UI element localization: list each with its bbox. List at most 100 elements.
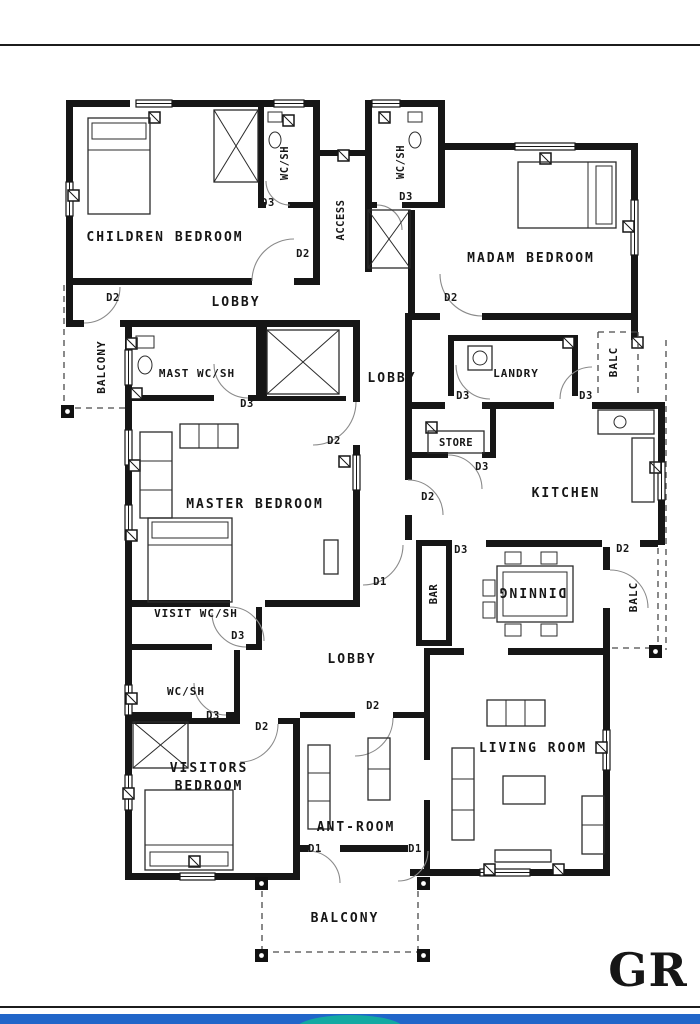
kitchen-counter	[597, 409, 655, 503]
wardrobe-children	[213, 109, 259, 183]
label-wc-visitors: WC/SH	[167, 685, 205, 698]
door-tags: D2 D2 D2 D2 D2 D2 D2 D2 D3 D3 D3 D3 D3 D…	[106, 191, 630, 855]
window-tag-icon	[282, 114, 295, 127]
window-tag-icon	[552, 863, 565, 876]
window-tag-icon	[125, 529, 138, 542]
door-tag: D3	[579, 390, 593, 402]
window-tag-icon	[125, 337, 138, 350]
window-tag-icon	[337, 149, 350, 162]
furniture	[87, 109, 655, 871]
table-living	[502, 775, 546, 805]
door-tag: D3	[454, 544, 468, 556]
dresser-master	[179, 423, 239, 449]
door-tag: D3	[261, 197, 275, 209]
sofa-antroom-left	[307, 744, 331, 830]
window-tag-icon	[125, 692, 138, 705]
label-mast-wc: MAST WC/SH	[159, 367, 235, 380]
wc-fixtures-master	[135, 335, 155, 375]
door-tag: D3	[240, 398, 254, 410]
bottom-rule	[0, 1006, 700, 1008]
column-post-icon	[255, 877, 268, 890]
window-tag-icon	[130, 387, 143, 400]
door-tag: D1	[373, 576, 387, 588]
label-living-room: LIVING ROOM	[479, 741, 587, 756]
door-tag: D3	[231, 630, 245, 642]
door-tag: D2	[106, 292, 120, 304]
room-labels: CHILDREN BEDROOM MADAM BEDROOM LOBBY LOB…	[86, 145, 688, 997]
door-tag: D2	[366, 700, 380, 712]
door-tag: D2	[327, 435, 341, 447]
door-tag: D3	[456, 390, 470, 402]
bed-madam	[517, 161, 617, 229]
label-dinning: DINNING	[498, 584, 567, 599]
window-tags	[67, 111, 662, 876]
bed-children	[87, 117, 151, 215]
top-rule	[0, 44, 700, 46]
dining-table	[482, 551, 574, 637]
column-post-icon	[417, 877, 430, 890]
label-balcony-left: BALCONY	[95, 340, 108, 393]
door-tag: D2	[421, 491, 435, 503]
label-wc-children: WC/SH	[279, 146, 291, 180]
walkin-wardrobe-master	[266, 329, 340, 395]
door-tag: D3	[399, 191, 413, 203]
door-tag: D2	[296, 248, 310, 260]
wc-fixtures-children	[267, 111, 283, 149]
label-balc-right: BALC	[627, 582, 640, 613]
label-bar: BAR	[428, 584, 440, 605]
sofa-living-top	[486, 699, 546, 727]
fab-button[interactable]	[296, 1015, 404, 1024]
dashed-outlines	[63, 285, 667, 953]
window-tag-icon	[649, 461, 662, 474]
tv-console-living	[494, 849, 552, 863]
window-tag-icon	[122, 787, 135, 800]
window-tag-icon	[188, 855, 201, 868]
plan-title-cropped: GR	[608, 943, 688, 997]
label-kitchen: KITCHEN	[532, 486, 601, 501]
label-madam-bedroom: MADAM BEDROOM	[467, 251, 595, 266]
window-tag-icon	[622, 220, 635, 233]
posts	[61, 405, 662, 962]
stand-master	[323, 539, 339, 575]
label-lobby-top: LOBBY	[211, 295, 260, 310]
label-master-bedroom: MASTER BEDROOM	[186, 497, 324, 512]
label-lobby-lower: LOBBY	[327, 652, 376, 667]
column-post-icon	[417, 949, 430, 962]
window-tag-icon	[67, 189, 80, 202]
window-tag-icon	[562, 336, 575, 349]
label-access: ACCESS	[335, 200, 347, 241]
door-tag: D2	[616, 543, 630, 555]
label-ant-room: ANT-ROOM	[317, 820, 396, 835]
bed-master	[147, 517, 233, 603]
label-store: STORE	[439, 437, 473, 449]
door-tag: D3	[475, 461, 489, 473]
label-wc-madam: WC/SH	[395, 145, 407, 179]
door-tag: D3	[206, 710, 220, 722]
door-tag: D1	[308, 843, 322, 855]
washer-landry	[467, 345, 493, 371]
wardrobe-visitors	[132, 721, 189, 769]
door-tag: D2	[255, 721, 269, 733]
label-balcony-bottom: BALCONY	[311, 911, 380, 926]
sofa-living-right	[581, 795, 605, 855]
column-post-icon	[255, 949, 268, 962]
label-lobby-mid: LOBBY	[367, 371, 416, 386]
wardrobe-madam	[367, 209, 411, 269]
window-tag-icon	[378, 111, 391, 124]
door-tag: D1	[408, 843, 422, 855]
label-landry: LANDRY	[493, 367, 539, 380]
label-visitors-line1: VISITORS	[170, 761, 249, 776]
window-tag-icon	[595, 741, 608, 754]
bed-visitors	[144, 789, 234, 871]
door-tag: D2	[444, 292, 458, 304]
column-post-icon	[61, 405, 74, 418]
sofa-antroom-right	[367, 737, 391, 801]
bottom-ui	[0, 1014, 700, 1024]
label-balc-top-right: BALC	[607, 347, 620, 378]
wc-fixtures-madam	[407, 111, 423, 149]
store-label-box	[427, 430, 485, 454]
window-tag-icon	[483, 863, 496, 876]
window-tag-icon	[338, 455, 351, 468]
